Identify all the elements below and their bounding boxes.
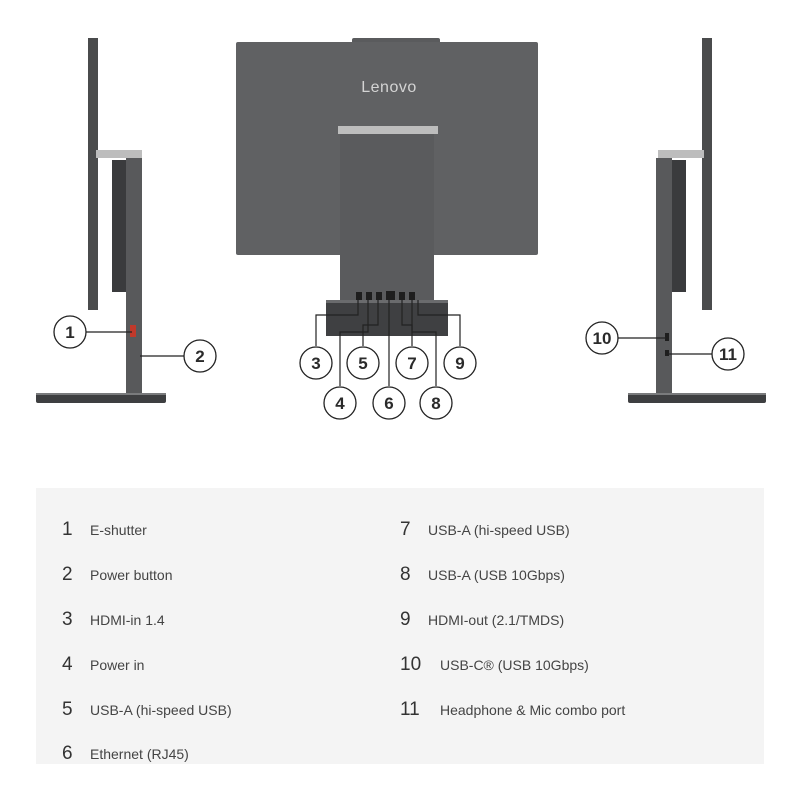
svg-text:7: 7 <box>407 354 416 373</box>
legend-label: HDMI-in 1.4 <box>90 612 165 628</box>
right-hinge-cap <box>658 150 704 158</box>
svg-text:11: 11 <box>719 345 737 364</box>
svg-text:1: 1 <box>65 323 74 342</box>
rear-stand-column <box>340 134 434 304</box>
callout-8: 8 <box>419 386 453 420</box>
legend-item-5: 5 USB-A (hi-speed USB) <box>62 698 232 722</box>
legend-item-3: 3 HDMI-in 1.4 <box>62 608 165 632</box>
callout-2: 2 <box>183 339 217 373</box>
callout-6: 6 <box>372 386 406 420</box>
legend-item-9: 9 HDMI-out (2.1/TMDS) <box>400 608 564 632</box>
legend-label: USB-A (hi-speed USB) <box>90 702 232 718</box>
leader-lines <box>84 300 712 386</box>
callout-circles: 1 2 3 4 5 6 7 8 9 10 11 <box>53 315 745 420</box>
callout-11: 11 <box>711 337 745 371</box>
right-rear-housing <box>670 160 686 292</box>
port-slot <box>386 291 395 300</box>
callout-7: 7 <box>395 346 429 380</box>
port-slot <box>366 292 372 300</box>
legend-number: 2 <box>62 564 73 585</box>
product-port-diagram: Lenovo <box>36 38 766 420</box>
left-hinge-cap <box>96 150 142 158</box>
legend-item-11: 11 Headphone & Mic combo port <box>400 698 625 722</box>
rear-stand-cap <box>338 126 438 134</box>
legend-number: 1 <box>62 519 73 540</box>
legend-label: Ethernet (RJ45) <box>90 746 189 762</box>
svg-text:6: 6 <box>384 394 393 413</box>
left-stand-foot-highlight <box>36 393 166 395</box>
legend-label: Headphone & Mic combo port <box>440 702 626 718</box>
left-side-view <box>36 38 166 403</box>
callout-3: 3 <box>299 346 333 380</box>
legend-item-2: 2 Power button <box>62 563 173 587</box>
legend-label: Power in <box>90 657 145 673</box>
legend-number: 9 <box>400 609 411 630</box>
svg-text:9: 9 <box>455 354 464 373</box>
svg-text:10: 10 <box>593 329 612 348</box>
callout-10: 10 <box>585 321 619 355</box>
legend-label: USB-C® (USB 10Gbps) <box>440 657 589 673</box>
legend-label: Power button <box>90 567 173 583</box>
legend-item-8: 8 USB-A (USB 10Gbps) <box>400 563 565 587</box>
rear-stand-base <box>326 300 448 336</box>
right-side-view <box>628 38 766 403</box>
callout-5: 5 <box>346 346 380 380</box>
leader-8 <box>411 300 437 386</box>
leader-4 <box>339 300 369 386</box>
left-screen-edge <box>88 38 98 310</box>
port-slot <box>356 292 362 300</box>
port-slot <box>409 292 415 300</box>
callout-9: 9 <box>443 346 477 380</box>
left-stand-foot <box>36 393 166 403</box>
port-legend: 1 E-shutter 2 Power button 3 HDMI-in 1.4… <box>36 488 764 764</box>
port-slot <box>399 292 405 300</box>
svg-text:5: 5 <box>358 354 367 373</box>
legend-item-1: 1 E-shutter <box>62 518 147 542</box>
legend-item-7: 7 USB-A (hi-speed USB) <box>400 518 570 542</box>
right-stand-neck <box>656 158 672 396</box>
legend-item-10: 10 USB-C® (USB 10Gbps) <box>400 653 589 677</box>
legend-item-4: 4 Power in <box>62 653 144 677</box>
leader-7 <box>401 300 413 346</box>
legend-number: 5 <box>62 699 73 720</box>
e-shutter-marker <box>130 325 136 337</box>
callout-1: 1 <box>53 315 87 349</box>
svg-text:3: 3 <box>311 354 320 373</box>
legend-number: 11 <box>400 699 420 720</box>
leader-9 <box>417 300 461 346</box>
logo-text: Lenovo <box>361 79 417 96</box>
legend-label: USB-A (hi-speed USB) <box>428 522 570 538</box>
left-stand-neck <box>126 158 142 396</box>
right-stand-foot <box>628 393 766 403</box>
callout-4: 4 <box>323 386 357 420</box>
legend-number: 3 <box>62 609 73 630</box>
svg-text:2: 2 <box>195 347 204 366</box>
legend-number: 7 <box>400 519 411 540</box>
left-rear-housing <box>112 160 128 292</box>
legend-number: 10 <box>400 654 422 675</box>
legend-label: E-shutter <box>90 522 147 538</box>
legend-number: 4 <box>62 654 73 675</box>
legend-number: 8 <box>400 564 411 585</box>
svg-text:4: 4 <box>335 394 345 413</box>
legend-label: USB-A (USB 10Gbps) <box>428 567 565 583</box>
leader-5 <box>362 300 379 346</box>
svg-text:8: 8 <box>431 394 440 413</box>
right-stand-foot-highlight <box>628 393 766 395</box>
audio-port-marker <box>665 350 669 356</box>
legend-number: 6 <box>62 743 73 764</box>
port-slot <box>376 292 382 300</box>
usb-c-port-marker <box>665 333 669 341</box>
rear-stand-base-top <box>326 300 448 303</box>
rear-port-cluster <box>356 291 415 300</box>
rear-view: Lenovo <box>236 38 538 336</box>
legend-label: HDMI-out (2.1/TMDS) <box>428 612 565 628</box>
leader-3 <box>315 300 359 346</box>
legend-item-6: 6 Ethernet (RJ45) <box>62 742 189 766</box>
right-screen-edge <box>702 38 712 310</box>
